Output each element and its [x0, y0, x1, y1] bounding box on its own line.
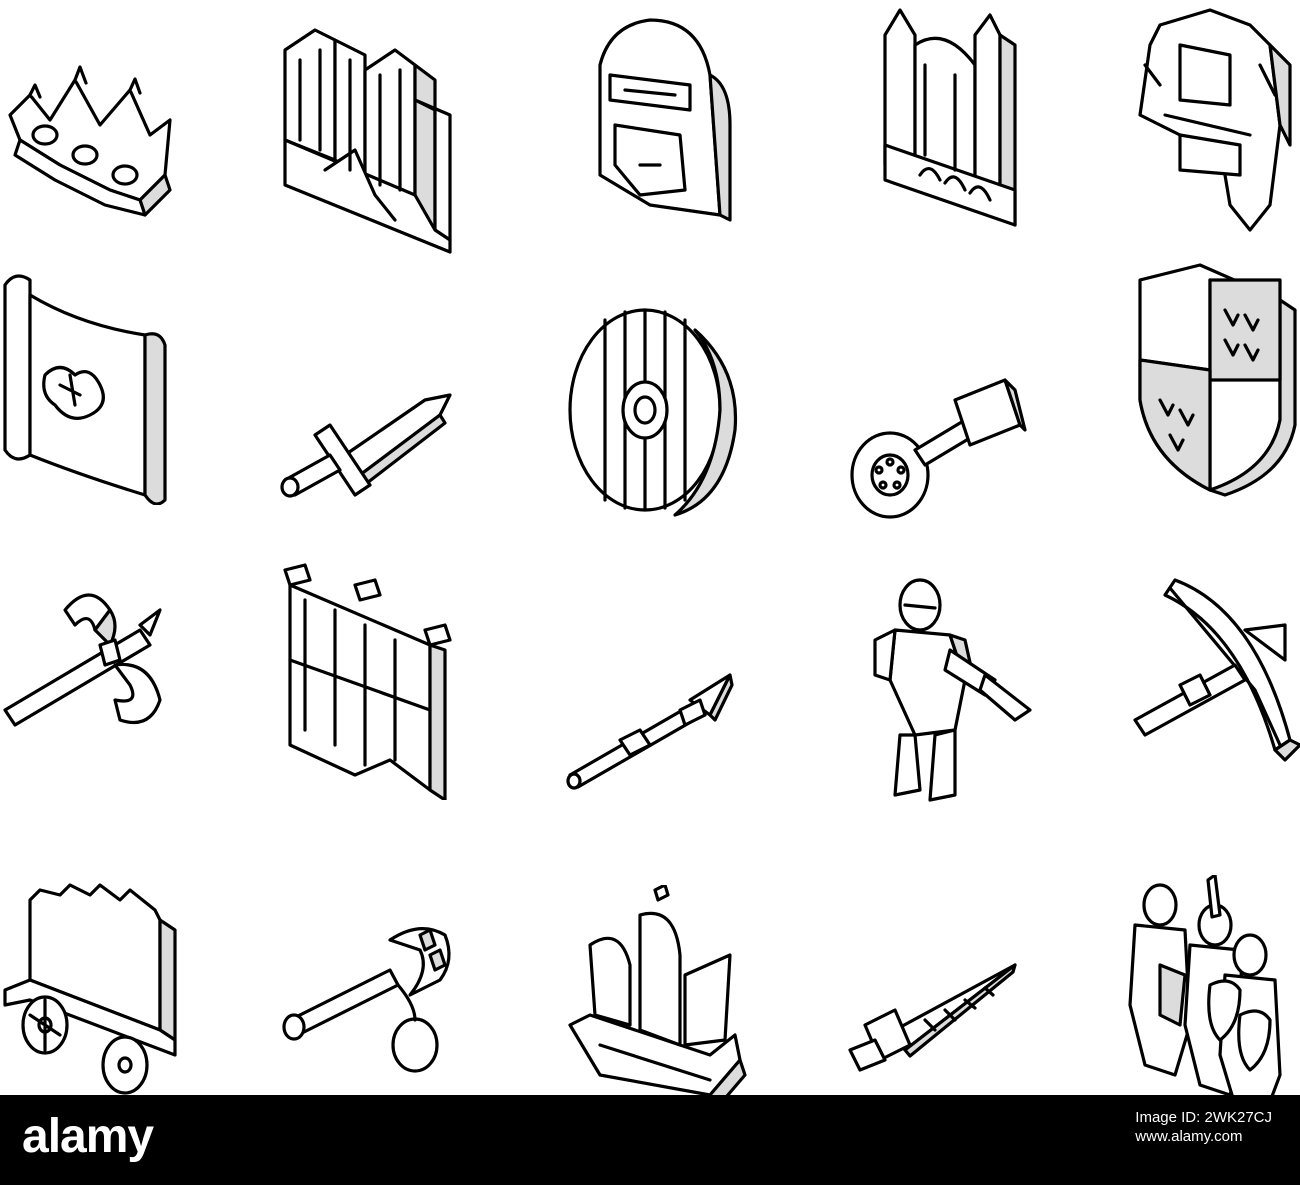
knight-helmet-icon: [570, 15, 770, 255]
knight-icon: [855, 570, 1055, 810]
armor-icon: [1120, 5, 1300, 245]
key-icon: [845, 330, 1045, 570]
sword-icon: [275, 325, 475, 565]
banner-icon: [275, 560, 475, 800]
footer-bar: alamy Image ID: 2WK27CJ www.alamy.com: [0, 1095, 1300, 1185]
round-shield-icon: [555, 290, 755, 530]
castle-icon: [275, 20, 475, 260]
scroll-map-icon: [0, 265, 200, 505]
alamy-logo: alamy: [22, 1110, 154, 1163]
wagon-icon: [0, 880, 200, 1120]
battle-axe-icon: [0, 570, 200, 810]
throne-icon: [865, 5, 1065, 245]
source-url: www.alamy.com: [1135, 1128, 1243, 1145]
crossbow-icon: [1125, 570, 1300, 810]
spear-icon: [560, 620, 760, 860]
ship-icon: [560, 885, 760, 1125]
crown-icon: [0, 25, 200, 265]
knights-group-icon: [1120, 875, 1300, 1115]
lance-icon: [845, 900, 1045, 1140]
flail-icon: [280, 890, 480, 1130]
footer-meta: Image ID: 2WK27CJ www.alamy.com: [1135, 1109, 1272, 1145]
icon-sheet: [0, 5, 1300, 1115]
image-id-label: Image ID: 2WK27CJ: [1135, 1109, 1272, 1126]
heraldic-shield-icon: [1120, 260, 1300, 500]
